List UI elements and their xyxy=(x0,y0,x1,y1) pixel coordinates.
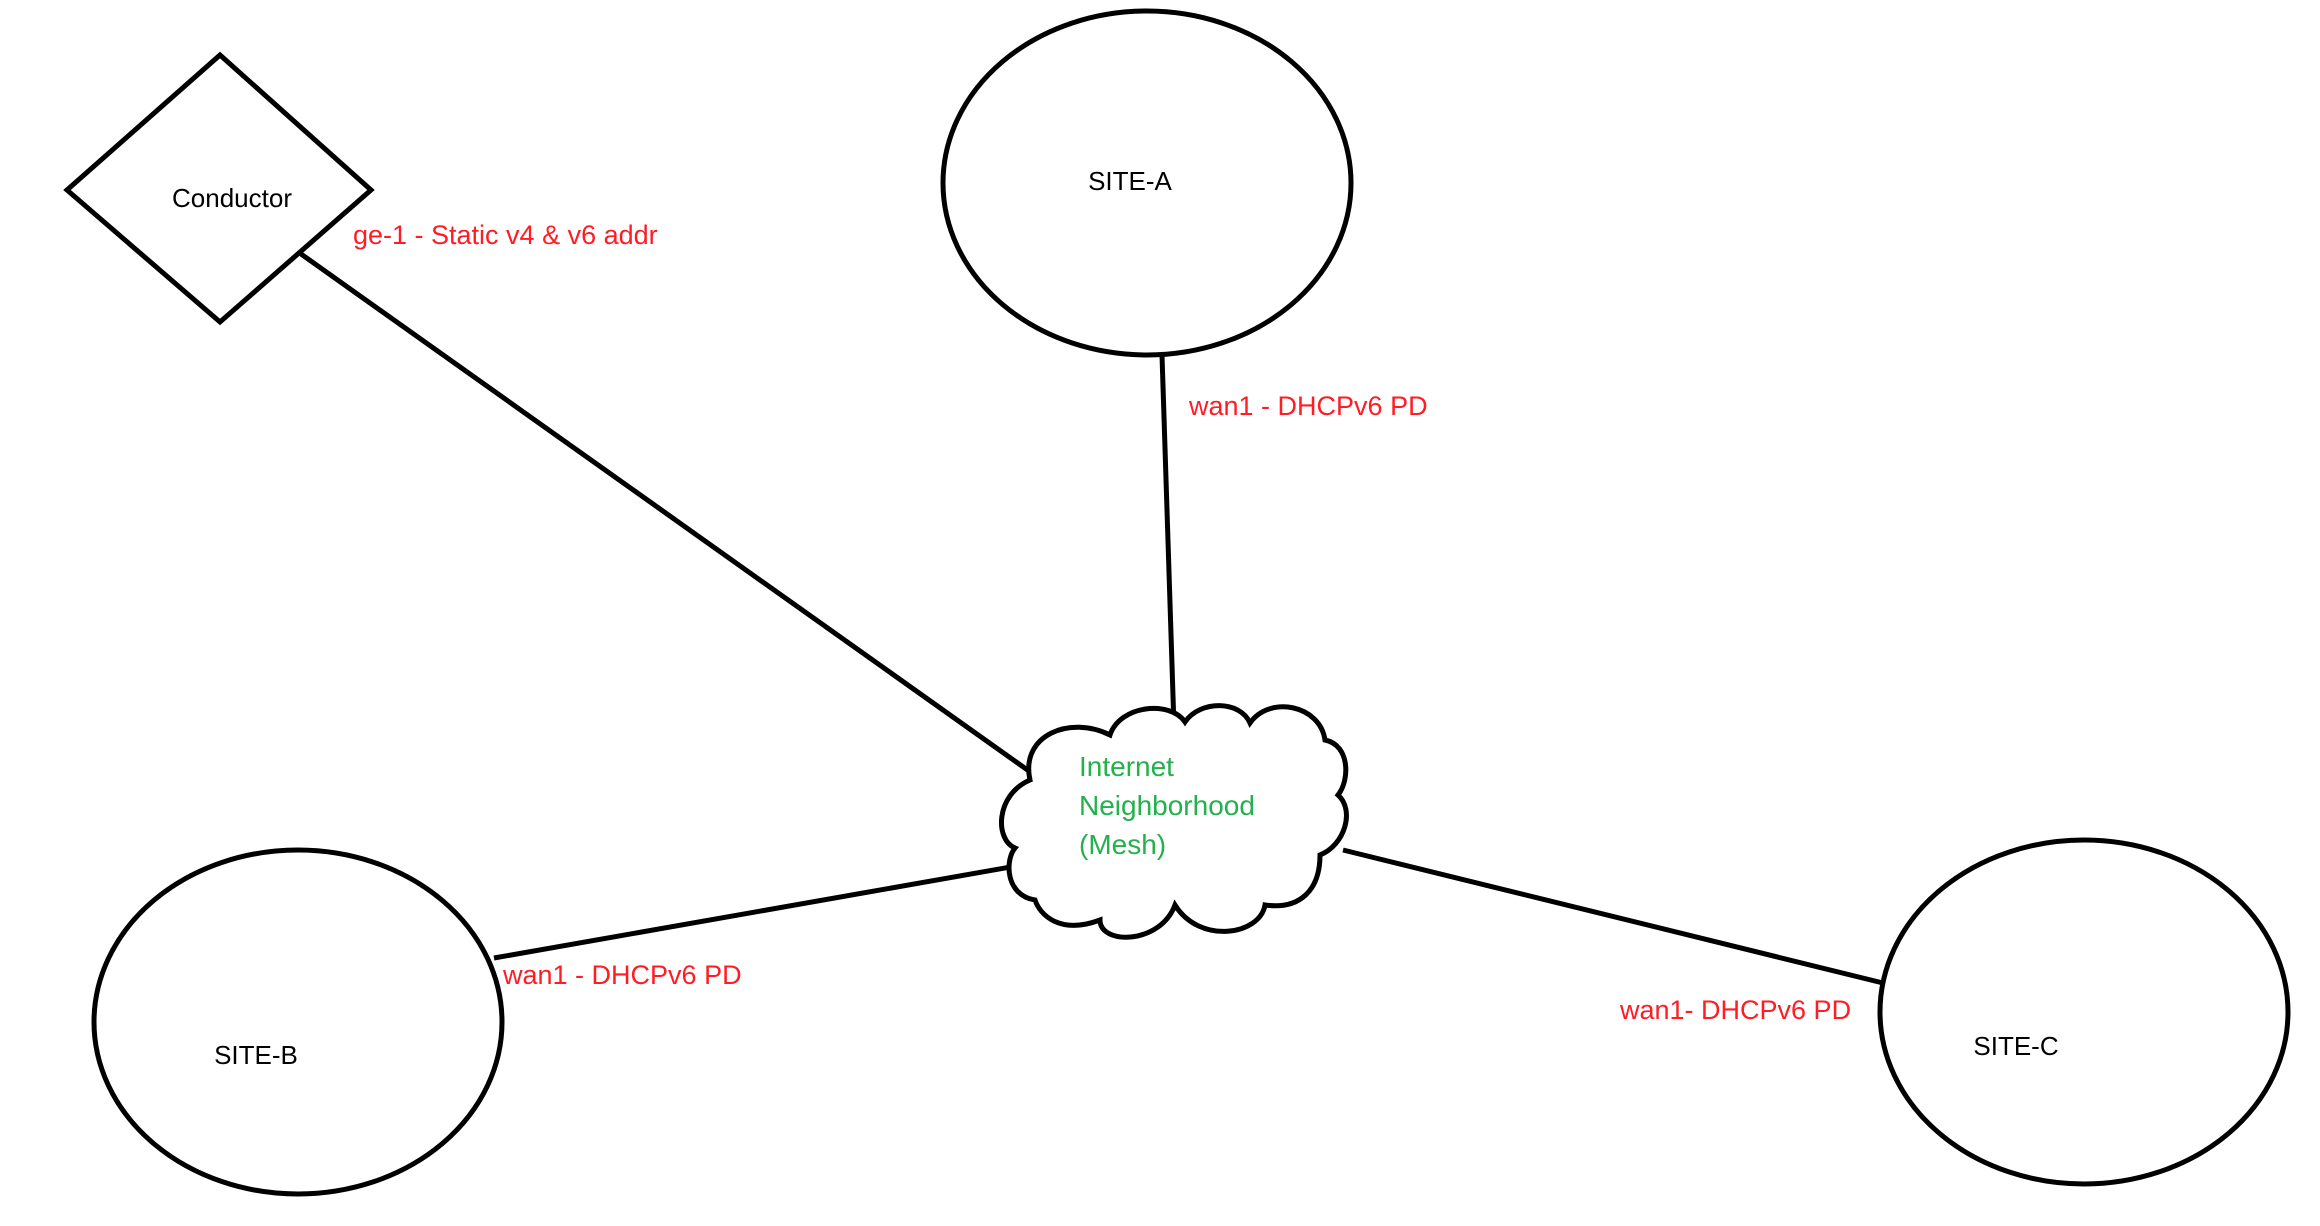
site-a-link-label: wan1 - DHCPv6 PD xyxy=(1188,391,1428,421)
site-b-link-label: wan1 - DHCPv6 PD xyxy=(502,960,742,990)
link-site-a-cloud xyxy=(1159,354,1177,728)
link-site-b-cloud xyxy=(493,862,1023,961)
site-b-label: SITE-B xyxy=(214,1040,298,1070)
conductor-label: Conductor xyxy=(172,183,292,213)
site-a-node[interactable]: SITE-A xyxy=(940,8,1354,358)
cloud-label-line-3: (Mesh) xyxy=(1079,829,1166,860)
link-conductor-cloud xyxy=(299,251,1045,784)
site-c-link-label: wan1- DHCPv6 PD xyxy=(1619,995,1851,1025)
site-a-ellipse xyxy=(940,8,1354,358)
cloud-label-line-2: Neighborhood xyxy=(1079,790,1255,821)
link-site-c-cloud xyxy=(1342,847,1884,986)
conductor-node[interactable]: Conductor xyxy=(63,51,375,326)
site-c-ellipse xyxy=(1877,837,2291,1187)
cloud-label-line-1: Internet xyxy=(1079,751,1174,782)
cloud-shape xyxy=(999,703,1349,940)
conductor-diamond xyxy=(63,51,375,326)
site-a-label: SITE-A xyxy=(1088,166,1172,196)
site-b-ellipse xyxy=(91,847,505,1197)
conductor-link-label: ge-1 - Static v4 & v6 addr xyxy=(353,220,658,250)
site-c-label: SITE-C xyxy=(1973,1031,2058,1061)
internet-cloud-node[interactable]: Internet Neighborhood (Mesh) xyxy=(999,703,1349,940)
site-c-node[interactable]: SITE-C xyxy=(1877,837,2291,1187)
site-b-node[interactable]: SITE-B xyxy=(91,847,505,1197)
